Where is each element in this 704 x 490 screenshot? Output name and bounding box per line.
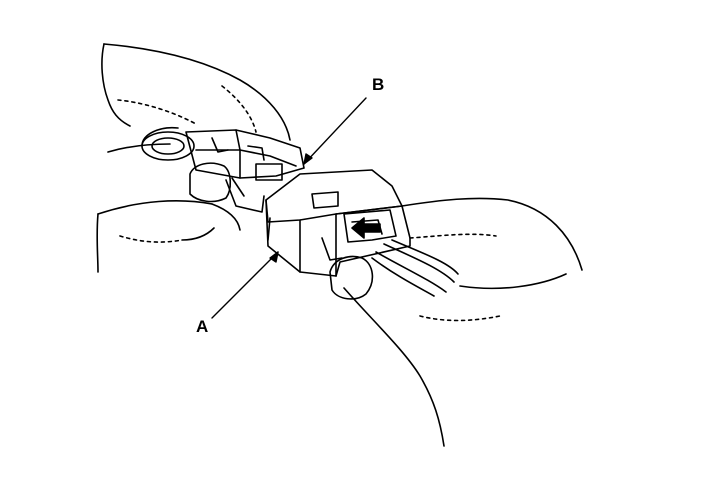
leader-line-b (303, 97, 367, 165)
leader-arrowhead-a (269, 251, 279, 263)
left-thumb (189, 162, 232, 203)
callout-label-b: B (372, 75, 385, 94)
leader-line-a (211, 251, 279, 319)
connector-a (265, 169, 411, 277)
left-hand-lower (96, 200, 241, 273)
connector-b (185, 129, 305, 213)
left-hand-upper (101, 43, 291, 153)
right-hand (343, 197, 583, 447)
callout-label-a: A (196, 317, 209, 336)
leader-lines (211, 97, 367, 319)
release-arrow (351, 217, 381, 239)
right-thumb (329, 255, 374, 300)
leader-arrowhead-b (303, 153, 313, 165)
grommet (141, 126, 195, 161)
wire-harness (371, 239, 459, 297)
